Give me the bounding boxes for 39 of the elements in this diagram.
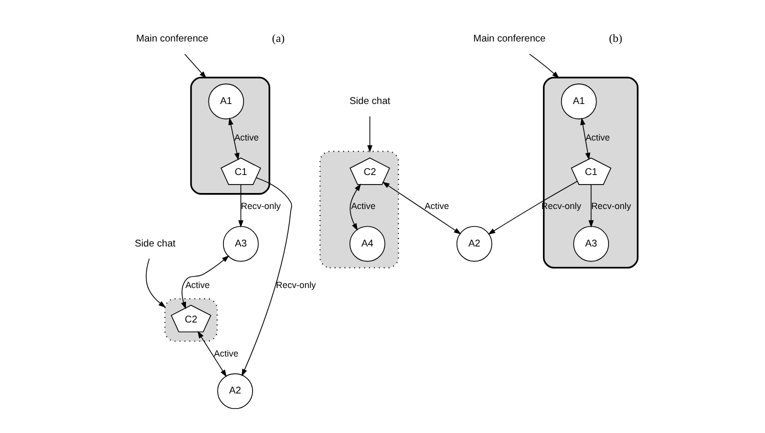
arrow bbox=[181, 255, 230, 310]
arrow bbox=[184, 54, 206, 79]
edge-label: Active bbox=[214, 348, 238, 359]
node-circle: A2 bbox=[456, 226, 492, 262]
arrow bbox=[367, 116, 372, 153]
cluster bbox=[190, 76, 270, 195]
cluster bbox=[542, 76, 638, 269]
node-circle: A1 bbox=[560, 84, 597, 120]
edge-label: Recv-only bbox=[591, 201, 632, 212]
arrow bbox=[580, 118, 590, 160]
node-circle: A2 bbox=[217, 373, 253, 410]
arrow bbox=[242, 177, 292, 376]
node-text: Main conference bbox=[473, 34, 546, 45]
arrow bbox=[238, 184, 244, 228]
arrow bbox=[350, 184, 361, 231]
node-text: Main conference bbox=[136, 34, 208, 45]
label: (a) bbox=[272, 33, 285, 46]
edge-label: Active bbox=[234, 132, 259, 143]
node-circle: A3 bbox=[573, 226, 610, 262]
label: (b) bbox=[608, 33, 622, 46]
arrow bbox=[146, 258, 166, 308]
node-text: Side chat bbox=[349, 96, 390, 107]
edge-label: Recv-only bbox=[276, 280, 316, 290]
edge-label: Recv-only bbox=[240, 201, 281, 212]
arrow bbox=[228, 118, 240, 160]
cluster bbox=[319, 150, 400, 268]
node-circle: A4 bbox=[350, 226, 386, 262]
arrow bbox=[588, 184, 594, 228]
arrow bbox=[488, 180, 578, 235]
node-text: Side chat bbox=[134, 238, 176, 250]
arrow bbox=[529, 54, 560, 78]
arrow bbox=[197, 330, 227, 378]
edge-label: Active bbox=[351, 201, 376, 212]
edge-label: Active bbox=[585, 132, 610, 143]
edge-label: Active bbox=[424, 201, 450, 212]
node-circle: A1 bbox=[208, 84, 244, 120]
edge-label: Active bbox=[185, 280, 210, 290]
cluster bbox=[164, 298, 218, 342]
arrow bbox=[382, 182, 462, 234]
